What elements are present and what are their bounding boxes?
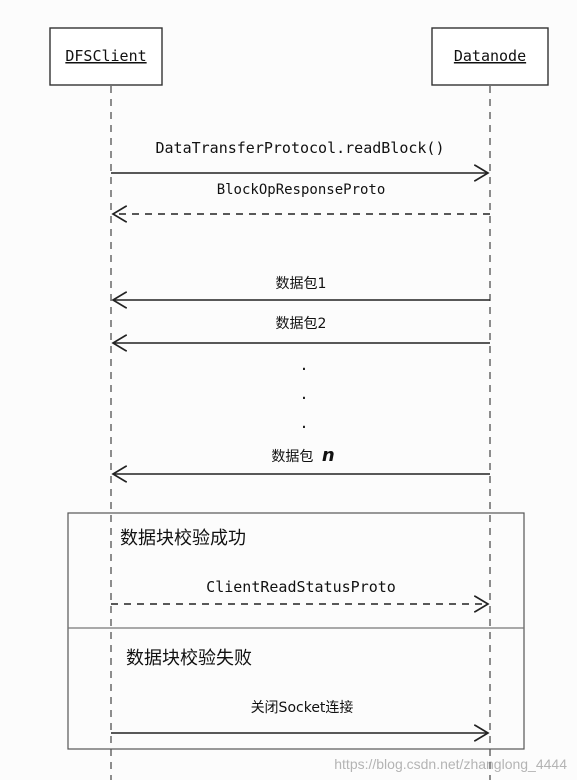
fragment-label-failure: 数据块校验失败 xyxy=(126,648,252,669)
message-label-block-op-response: BlockOpResponseProto xyxy=(217,182,386,198)
alt-fragment xyxy=(67,512,525,750)
watermark-text: https://blog.csdn.net/zhanglong_4444 xyxy=(334,756,567,772)
message-label-packet-2: 数据包2 xyxy=(276,316,327,332)
participant-label-dfsclient: DFSClient xyxy=(65,47,146,65)
participant-datanode: Datanode xyxy=(431,27,549,86)
participant-dfsclient: DFSClient xyxy=(49,27,163,86)
message-label-client-read-status: ClientReadStatusProto xyxy=(206,578,396,596)
message-label-packet-n-suffix: n xyxy=(322,445,335,466)
message-label-packet-n-prefix: 数据包 xyxy=(271,449,313,465)
message-label-close-socket: 关闭Socket连接 xyxy=(251,699,354,716)
message-label-packet-n: 数据包 n xyxy=(271,445,334,466)
ellipsis-dot-3: . xyxy=(301,412,307,433)
participant-label-datanode: Datanode xyxy=(454,47,526,65)
ellipsis-dot-2: . xyxy=(301,383,307,404)
ellipsis-dot-1: . xyxy=(301,354,307,375)
message-label-packet-1: 数据包1 xyxy=(276,276,327,292)
fragment-label-success: 数据块校验成功 xyxy=(120,528,246,549)
message-label-read-block: DataTransferProtocol.readBlock() xyxy=(156,139,445,157)
